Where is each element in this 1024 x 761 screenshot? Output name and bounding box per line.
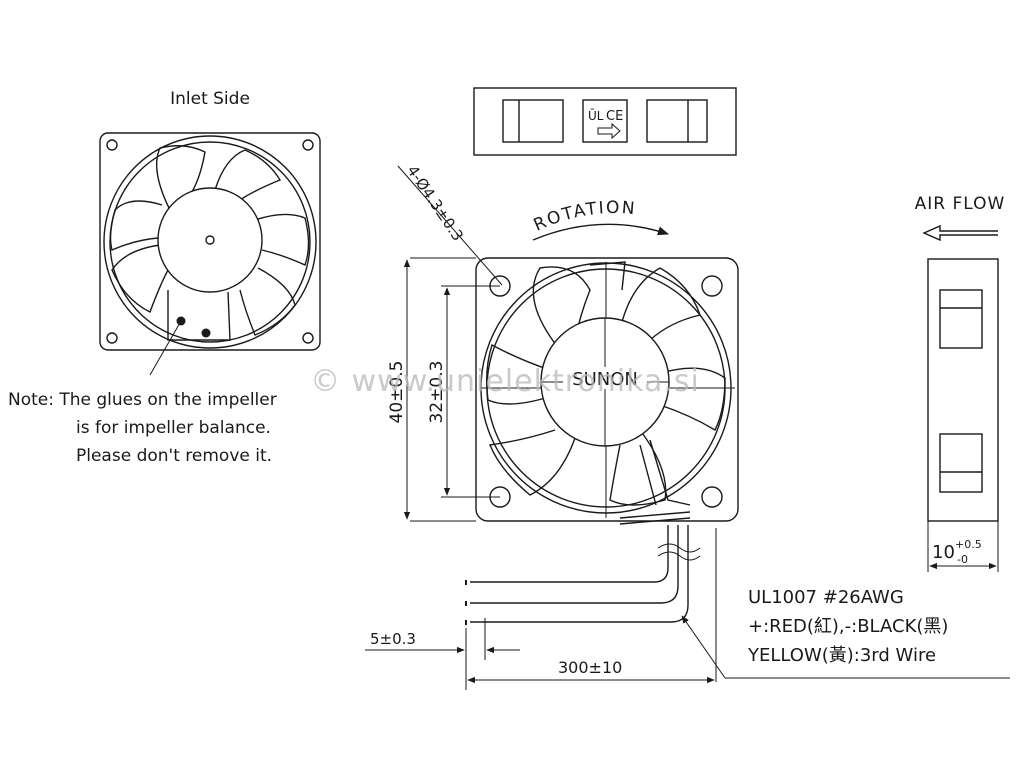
dim-strip-label: 5±0.3 bbox=[370, 630, 416, 648]
svg-text:CE: CE bbox=[606, 109, 623, 124]
airflow-label: AIR FLOW bbox=[915, 194, 1006, 214]
wire-harness: 5±0.3 300±10 UL1007 #26AWG +:RED(紅),-:BL… bbox=[365, 525, 1010, 690]
note-line-3: Please don't remove it. bbox=[76, 446, 272, 466]
inlet-side-label: Inlet Side bbox=[170, 89, 250, 109]
rotation-label: ROTATION bbox=[531, 198, 638, 236]
ul-ce-mark-icon: ŪL CE bbox=[588, 109, 623, 140]
front-view: ROTATION 4-Ø4.3±0.3 bbox=[386, 162, 739, 525]
wire-spec-line-1: UL1007 #26AWG bbox=[748, 587, 904, 608]
airflow-arrow-icon bbox=[922, 224, 998, 242]
front-blades bbox=[485, 261, 726, 506]
wire-spec-line-2: +:RED(紅),-:BLACK(黑) bbox=[748, 616, 948, 637]
side-view: AIR FLOW 10 +0.5 -0 bbox=[915, 194, 1006, 572]
wire-spec-line-3: YELLOW(黃):3rd Wire bbox=[747, 645, 936, 666]
dim-holes-label: 32±0.3 bbox=[427, 361, 447, 424]
note-line-2: is for impeller balance. bbox=[76, 418, 271, 438]
hole-spec-label: 4-Ø4.3±0.3 bbox=[403, 162, 467, 244]
dim-height-label: 40±0.5 bbox=[387, 361, 407, 424]
dim-wire-length-label: 300±10 bbox=[558, 658, 622, 677]
dim-thickness-base: 10 bbox=[932, 542, 955, 563]
inlet-side-view: Inlet Side Note: The glues on the impell… bbox=[8, 89, 321, 466]
brand-label: SUNON bbox=[572, 369, 638, 390]
dim-thickness-tol-lower: -0 bbox=[957, 553, 968, 566]
watermark: © www.unielektronika.si bbox=[310, 364, 700, 399]
label-top-view: ŪL CE bbox=[473, 87, 737, 156]
note-line-1: Note: The glues on the impeller bbox=[8, 390, 277, 410]
dim-thickness-label: 10 bbox=[932, 542, 955, 563]
dim-thickness-tol-upper: +0.5 bbox=[955, 538, 982, 551]
svg-text:ŪL: ŪL bbox=[588, 109, 604, 123]
inlet-blades bbox=[109, 145, 310, 336]
